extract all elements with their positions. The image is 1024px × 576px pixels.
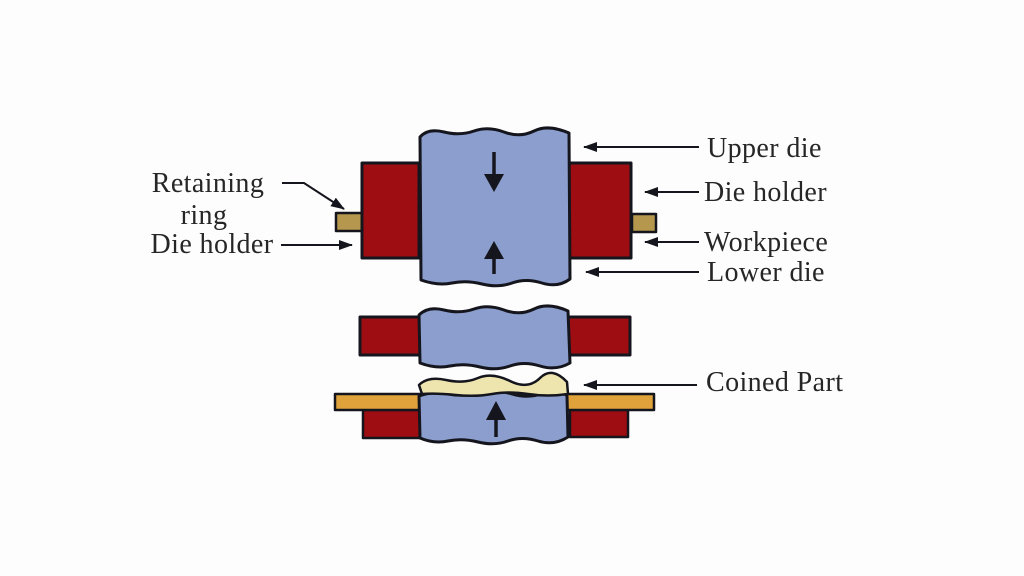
retaining-ring-arrow xyxy=(282,182,345,210)
upper-lower-die-block xyxy=(418,126,572,288)
die-holder-left-block xyxy=(360,161,421,260)
press-up-arrow-icon xyxy=(484,241,504,274)
stage-closed-dies xyxy=(334,126,658,288)
die-block-2 xyxy=(417,304,572,371)
label-coined-part: Coined Part xyxy=(706,367,843,398)
die-holder-right-block xyxy=(567,161,633,260)
label-upper-die: Upper die xyxy=(707,133,822,164)
label-die-holder-right: Die holder xyxy=(704,177,827,208)
retaining-ring-left xyxy=(334,211,364,233)
label-workpiece: Workpiece xyxy=(704,227,828,258)
label-lower-die: Lower die xyxy=(707,257,825,288)
label-retaining-ring-line2: ring xyxy=(181,200,228,231)
coined-part-shape xyxy=(417,371,570,398)
die-holder-right-block-3 xyxy=(568,408,630,439)
stage-ejected-part xyxy=(333,371,656,446)
die-holder-right-block-2 xyxy=(566,315,632,357)
eject-up-arrow-icon xyxy=(486,401,506,437)
retaining-ring-right xyxy=(630,212,658,234)
stage-open-dies xyxy=(358,304,632,371)
die-holder-left-block-2 xyxy=(358,315,422,357)
die-holder-left-block-3 xyxy=(361,408,422,440)
press-down-arrow-icon xyxy=(484,152,504,192)
label-die-holder-left: Die holder xyxy=(151,229,274,260)
label-retaining-ring-line1: Retaining xyxy=(152,168,264,199)
